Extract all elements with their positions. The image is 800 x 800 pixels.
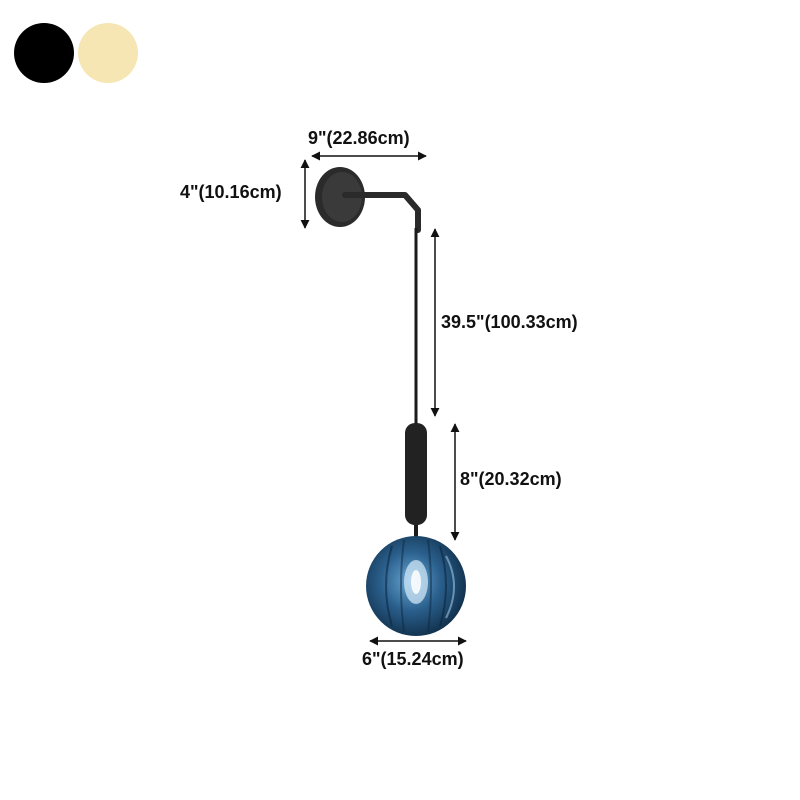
lamp-arm	[342, 192, 421, 233]
plate-height-label: 4"(10.16cm)	[180, 182, 282, 202]
gold-color-swatch[interactable]	[78, 23, 138, 83]
arm-width-label: 9"(22.86cm)	[308, 128, 410, 148]
black-color-swatch[interactable]	[14, 23, 74, 83]
lamp-body	[405, 423, 427, 525]
cord-length-label: 39.5"(100.33cm)	[441, 312, 578, 332]
globe-width-label: 6"(15.24cm)	[362, 649, 464, 669]
body-height-label: 8"(20.32cm)	[460, 469, 562, 489]
glass-globe	[366, 536, 466, 636]
